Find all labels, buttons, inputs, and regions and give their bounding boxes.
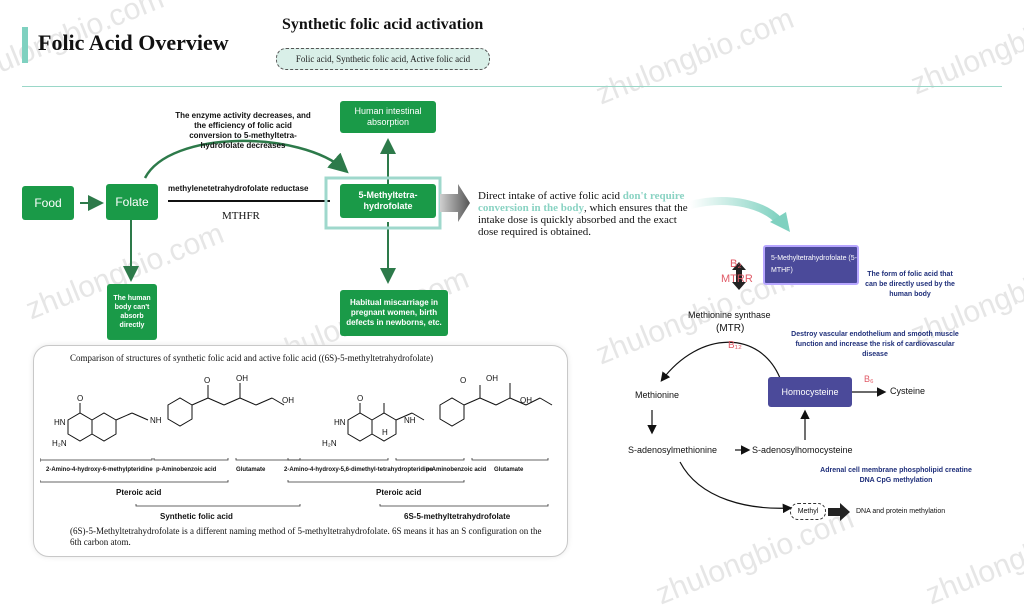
double-arrow [732,262,746,290]
folate-label: Folate [115,195,149,209]
sah-label: S-adenosylhomocysteine [752,445,853,455]
atom-h2n: H₂N [322,439,337,448]
page-subtitle: Synthetic folic acid activation [282,16,484,33]
mtrr-label: MTRR [721,273,753,285]
miscarriage-box: Habitual miscarriage in pregnant women, … [340,290,448,336]
cycle-top-arc [660,341,781,382]
right-part-1: 2-Amino-4-hydroxy-5,6-dimethyl-tetrahydr… [284,467,433,473]
left-part-1: 2-Amino-4-hydroxy-6-methylpteridine [46,467,153,473]
enzyme-abbr: MTHFR [222,210,260,222]
atom-oh: OH [486,374,498,383]
atom-h2n: H₂N [52,439,67,448]
atom-oh: OH [520,396,532,405]
page-title: Folic Acid Overview [38,30,229,55]
right-name: 6S-5-methyltetrahydrofolate [404,512,511,521]
right-part-2: p-Aminobenzoic acid [426,467,487,473]
atom-nh: NH [404,416,416,425]
left-part-3: Glutamate [236,467,266,473]
comparison-title: Comparison of structures of synthetic fo… [70,353,434,363]
mtr-label: (MTR) [716,323,745,334]
atom-hn: HN [334,418,346,427]
methyl-to-dna-arrow [828,503,850,521]
header-divider [22,86,1002,87]
atom-oh: OH [282,396,294,405]
mthf-cycle-label: 5-Methyltetrahydrofolate (5-MTHF) [771,255,857,274]
food-box: Food [22,186,74,220]
no-absorb-label: The human body can't absorb directly [113,295,151,329]
dna-label: DNA and protein methylation [856,508,946,515]
comparison-footnote: (6S)-5-Methyltetrahydrofolate is a diffe… [70,526,542,547]
direct-intake-part1: Direct intake of active folic acid [478,190,623,202]
homocysteine-box: Homocysteine [768,377,852,407]
atom-o: O [77,394,84,403]
homocysteine-label: Homocysteine [781,387,839,397]
intestinal-label: Human intestinal absorption [354,106,422,127]
enzyme-name: methylenetetrahydrofolate reductase [168,184,309,193]
sam-to-methyl [679,461,793,514]
enzyme-note: The enzyme activity decreases, and the e… [175,111,311,150]
atom-oh: OH [236,374,248,383]
mthf-box: 5-Methyltetra-hydrofolate [340,184,436,218]
methionine-label: Methionine [635,390,680,400]
direct-intake-part2: , which ensures that the intake dose is … [478,202,688,238]
atom-nh: NH [150,416,162,425]
pathway-arrows [80,138,470,284]
mthf-label: 5-Methyltetra-hydrofolate [358,190,418,211]
adrenal-note: Adrenal cell membrane phospholipid creat… [820,467,972,484]
atom-h: H [382,428,388,437]
teal-curve-arrow [689,197,783,225]
b2-label: B₂ [730,258,742,270]
atom-o: O [460,376,467,385]
atom-hn: HN [54,418,66,427]
methyl-label: Methyl [797,508,819,515]
synthase-label: Methionine synthase [688,310,771,320]
chem-brackets [40,458,549,507]
intestinal-box: Human intestinal absorption [340,101,436,133]
watermark: zhulongbio.com [591,1,799,112]
direct-intake-highlight: don't require conversion in the body [478,190,685,214]
title-accent-bar [22,27,28,63]
curved-arrow [143,139,349,179]
right-group: Pteroic acid [376,488,422,497]
left-group: Pteroic acid [116,488,162,497]
tag-pill: Folic acid, Synthetic folic acid, Active… [276,48,490,70]
sam-label: S-adenosylmethionine [628,445,718,455]
mthf-cycle-box: 5-Methyltetrahydrofolate (5-MTHF) [763,245,859,285]
direct-intake-text: Direct intake of active folic acid don't… [478,190,688,238]
b12-label: B₁₂ [728,340,742,351]
vascular-note: Destroy vascular endothelium and smooth … [791,331,959,358]
comparison-panel [33,345,568,557]
left-part-2: p-Aminobenzoic acid [156,467,217,473]
right-part-3: Glutamate [494,467,524,473]
miscarriage-label: Habitual miscarriage in pregnant women, … [346,298,442,327]
atom-o: O [357,394,364,403]
cysteine-label: Cysteine [890,386,926,396]
chem-structures [67,383,553,442]
cycle-arrows [647,197,887,521]
food-label: Food [34,196,62,210]
big-arrow [440,184,470,222]
left-name: Synthetic folic acid [160,512,233,521]
methyl-pill: Methyl [790,503,826,520]
no-absorb-box: The human body can't absorb directly [107,284,157,340]
atom-o: O [204,376,211,385]
folate-box: Folate [106,184,158,220]
b6-label: B₆ [864,374,874,384]
mthf-note: The form of folic acid that can be direc… [865,271,955,298]
